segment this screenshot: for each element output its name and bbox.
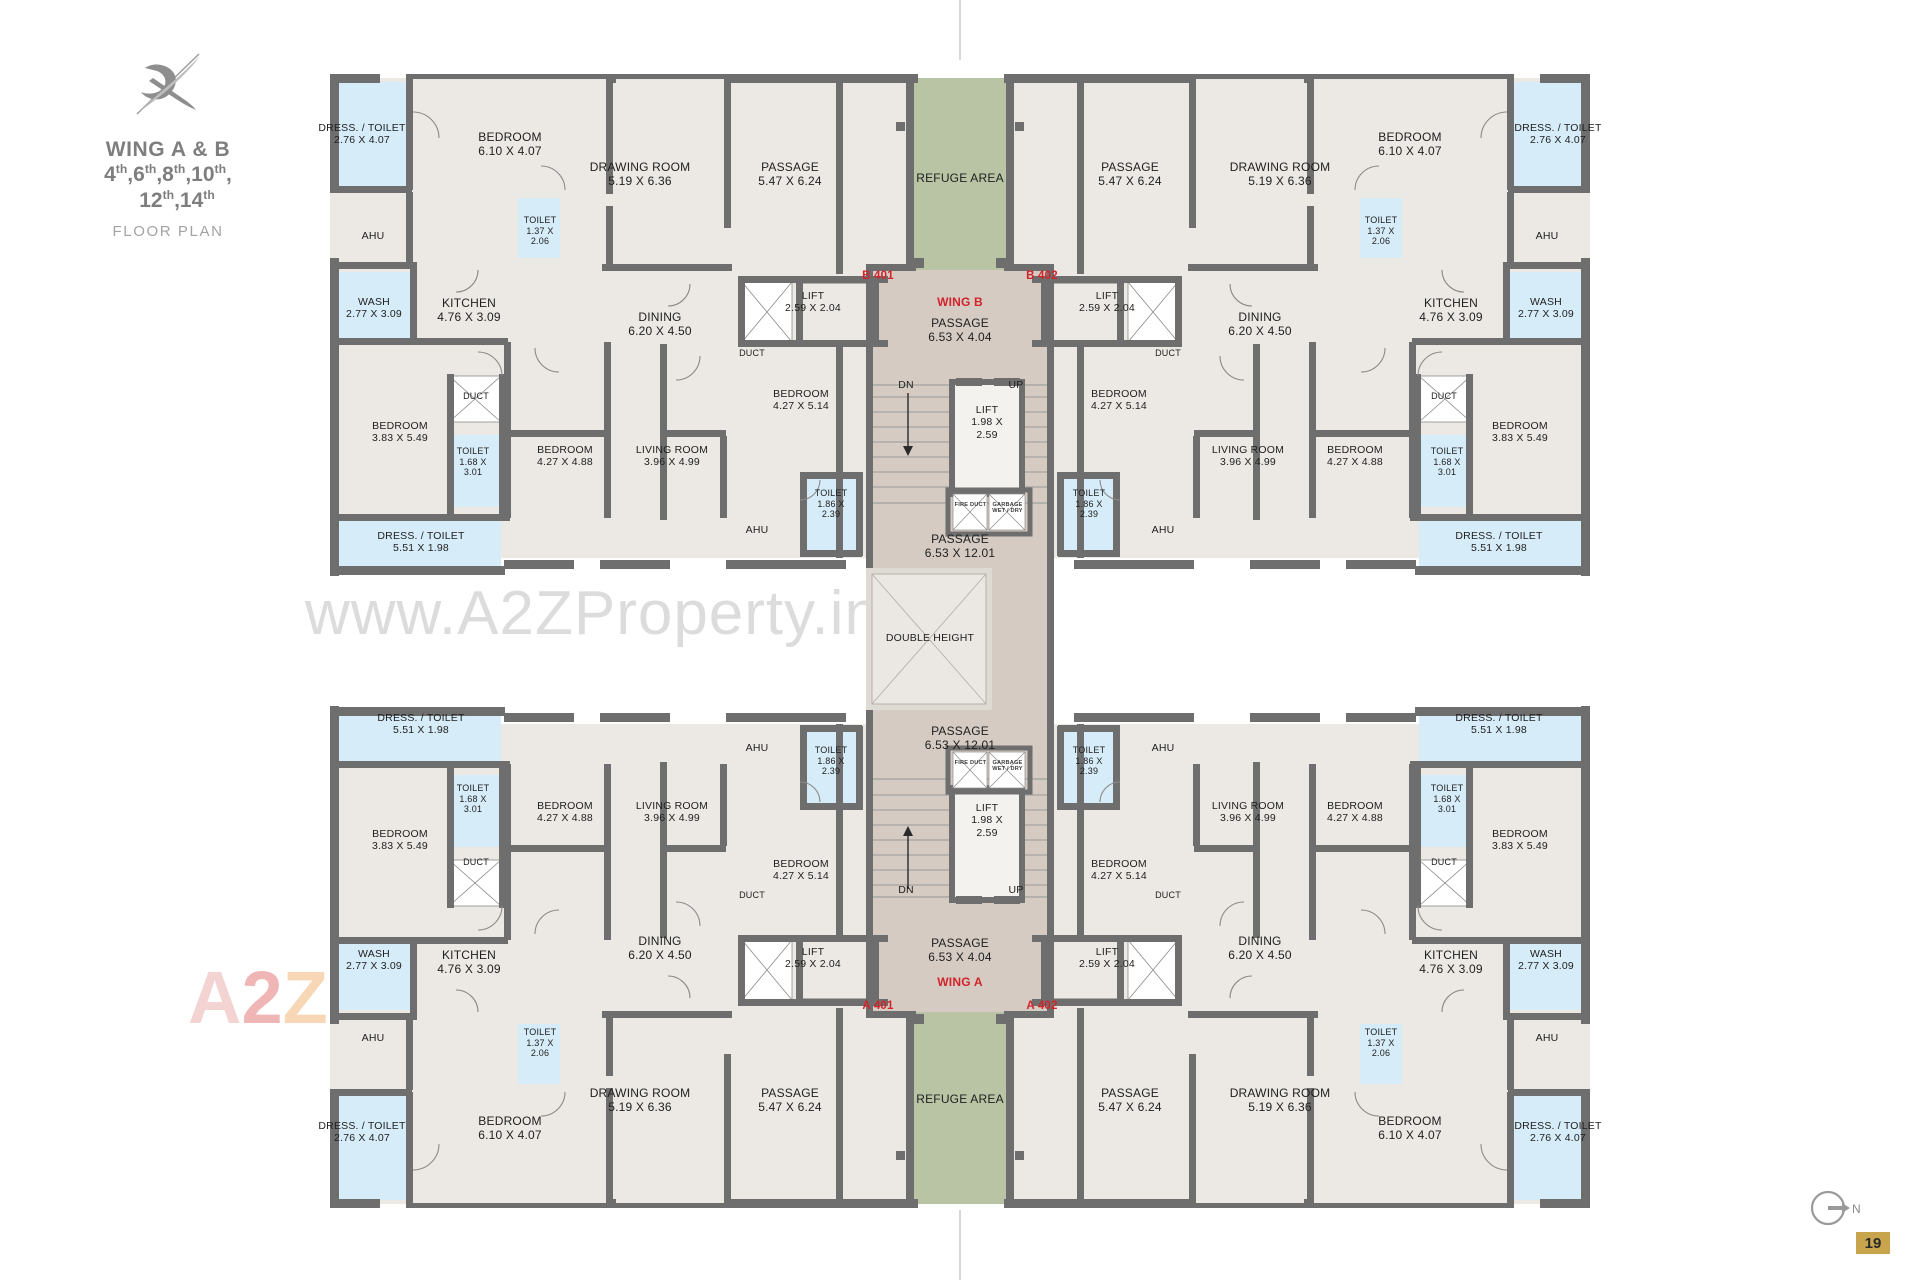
floor-plan-label: FLOOR PLAN: [112, 222, 224, 240]
page-number-badge: 19: [1856, 1232, 1890, 1254]
wing-title: WING A & B: [105, 138, 231, 161]
wing-a-plan: [330, 706, 1590, 1208]
wing-b-plan: [330, 74, 1590, 576]
double-height-void: [866, 568, 992, 710]
watermark-letter: A: [188, 956, 242, 1039]
svg-text:N: N: [1852, 1202, 1861, 1216]
title-block: WING A & B 4th,6th,8th,10th, 12th,14th F…: [48, 48, 288, 240]
north-arrow-icon: N: [1808, 1188, 1864, 1228]
floors-line-1: 4th,6th,8th,10th,: [104, 162, 232, 186]
watermark-letter: 2: [241, 956, 283, 1039]
stylized-x-logo: [136, 53, 200, 115]
watermark-letter: Z: [282, 956, 328, 1039]
floors-line-2: 12th,14th: [139, 188, 215, 213]
watermark-url: www.A2ZProperty.in: [305, 579, 881, 648]
